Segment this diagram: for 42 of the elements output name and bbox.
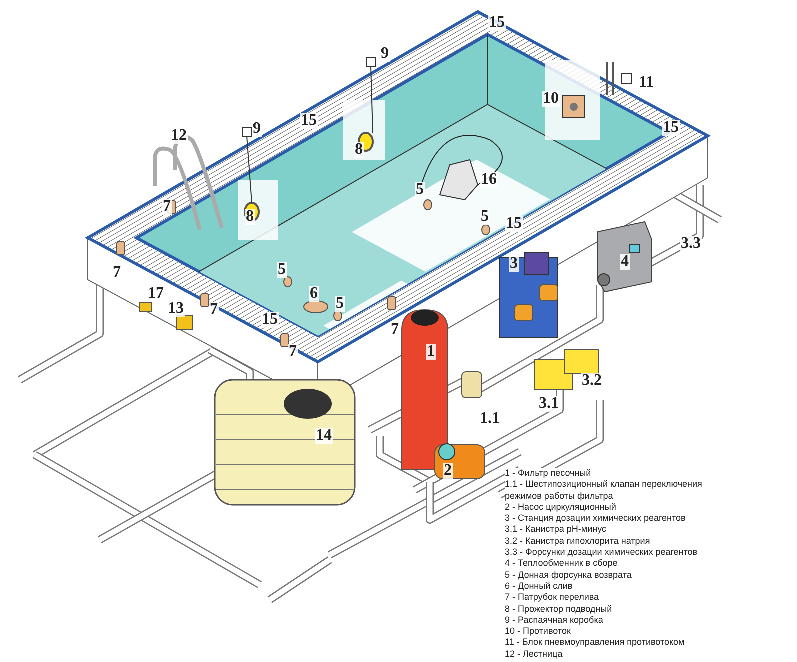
legend-item: 10 - Противоток xyxy=(505,626,571,638)
legend-item: 1 - Фильтр песочный xyxy=(505,468,592,480)
callout-number: 16 xyxy=(480,172,498,188)
legend-item: 3.2 - Канистра гипохлорита натрия xyxy=(505,536,650,548)
legend-item: 4 - Теплообменник в сборе xyxy=(505,558,618,570)
legend-item: 3.3 - Форсунки дозации химических реагентов xyxy=(505,547,698,558)
callout-number: 14 xyxy=(315,428,333,444)
callout-number: 8 xyxy=(245,209,255,225)
callout-number: 2 xyxy=(443,463,453,479)
legend-item: 2 - Насос циркуляционный xyxy=(505,502,616,514)
legend-item: 9 - Распаячная коробка xyxy=(505,614,604,626)
callout-number: 6 xyxy=(309,286,319,302)
callout-number: 12 xyxy=(170,128,188,144)
callout-number: 15 xyxy=(488,15,506,31)
callout-number: 5 xyxy=(480,209,490,225)
callout-number: 5 xyxy=(335,296,345,312)
callout-number: 5 xyxy=(277,262,287,278)
legend-item: 3.1 - Канистра pH-минус xyxy=(505,524,606,536)
legend-item: 7 - Патрубок перелива xyxy=(505,592,600,604)
callout-number: 3.3 xyxy=(680,236,702,252)
legend-item: 11 - Блок пневмоуправления противотоком xyxy=(505,637,685,649)
legend-item: 1.1 - Шестипозиционный клапан переключения режимов работы фильтра xyxy=(505,479,704,502)
callout-number: 1 xyxy=(426,344,436,360)
legend-item: 3 - Станция дозации химических реагентов xyxy=(505,513,686,524)
callout-number: 7 xyxy=(162,199,172,215)
callout-number: 13 xyxy=(167,301,185,317)
callout-number: 9 xyxy=(380,46,390,62)
legend-item: 5 - Донная форсунка возврата xyxy=(505,570,632,581)
callout-number: 10 xyxy=(542,91,560,107)
legend-item: 8 - Прожектор подводный xyxy=(505,604,612,615)
callout-number: 5 xyxy=(415,182,425,198)
callout-number: 15 xyxy=(662,120,680,136)
callout-number: 15 xyxy=(261,312,279,328)
legend-item: 12 - Лестница xyxy=(505,648,563,660)
callout-number: 4 xyxy=(620,254,630,270)
callout-number: 15 xyxy=(300,113,318,129)
callout-number: 15 xyxy=(505,216,523,232)
legend-item: 6 - Донный слив xyxy=(505,580,573,592)
callout-number: 3 xyxy=(509,256,519,272)
callout-number: 3.1 xyxy=(538,396,560,412)
callout-number: 9 xyxy=(252,121,262,137)
callout-number: 8 xyxy=(354,142,364,158)
